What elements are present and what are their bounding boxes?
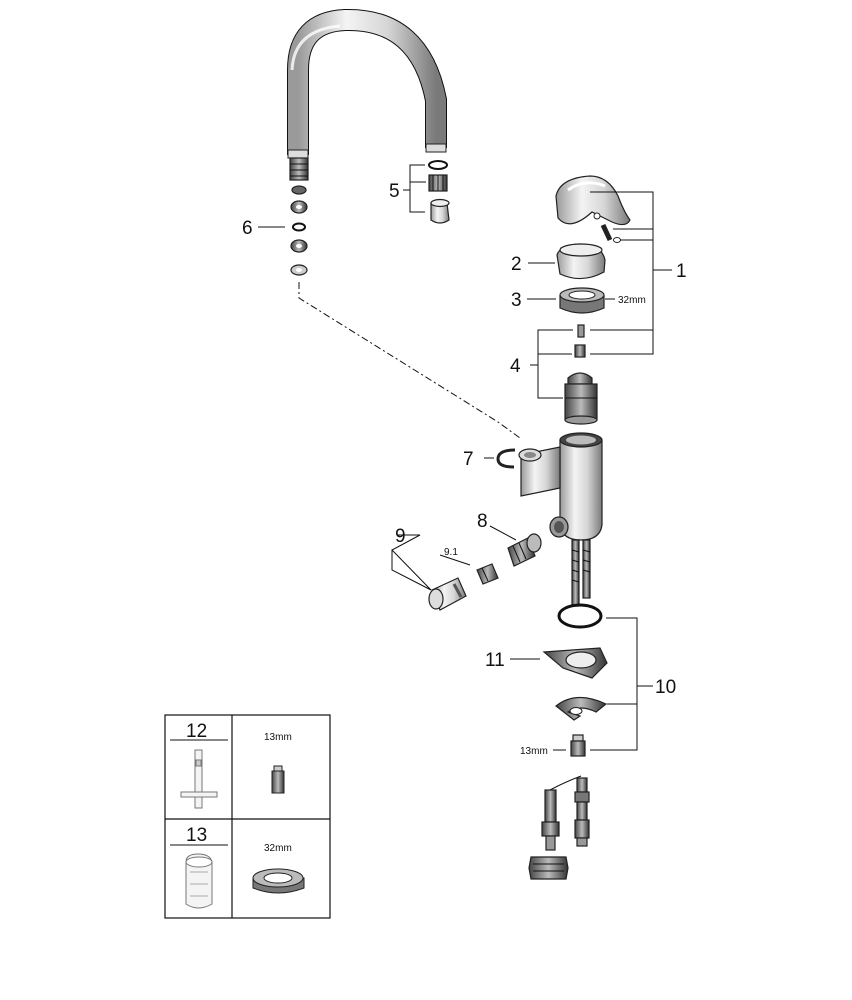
tap-body	[518, 432, 603, 607]
part-6-spout-connector-set	[289, 157, 309, 276]
part-5-aerator	[428, 160, 450, 224]
callout-4: 4	[510, 356, 521, 377]
part-10-o-ring	[557, 603, 603, 629]
callout-1: 1	[676, 261, 687, 282]
tool-13-size-label: 32mm	[264, 843, 292, 854]
part-11-gasket-plate	[542, 647, 608, 679]
callout-7: 7	[463, 449, 474, 470]
part-9-1-spindle	[476, 563, 499, 585]
part-4-cartridge	[564, 324, 598, 425]
part-10-horseshoe-washer	[555, 696, 608, 721]
callout-9: 9	[395, 526, 406, 547]
bracket-1	[590, 191, 672, 355]
supply-hoses-and-fittings	[528, 775, 590, 880]
nut-size-label: 32mm	[618, 295, 646, 306]
tool-13-socket	[185, 853, 213, 909]
callout-11: 11	[485, 650, 505, 671]
leader-8	[489, 525, 517, 541]
bracket-5	[403, 164, 426, 213]
part-1-lever-handle	[555, 175, 631, 243]
part-10-threaded-nipple	[570, 734, 586, 757]
part-3-cartridge-nut	[559, 287, 605, 314]
part-7-clip	[496, 448, 516, 469]
callout-9-1: 9.1	[444, 547, 458, 558]
callout-10: 10	[655, 677, 676, 698]
nipple-size-label: 13mm	[520, 746, 548, 757]
bracket-9	[391, 534, 471, 591]
tool-12-key	[180, 749, 218, 809]
bracket-4	[530, 329, 573, 399]
spout	[287, 8, 447, 159]
connection-dashed-line	[298, 282, 521, 439]
callout-5: 5	[389, 181, 400, 202]
part-8-valve-insert	[507, 533, 542, 567]
tool-13-nut	[252, 868, 305, 894]
callout-13: 13	[186, 825, 207, 846]
tool-12-size-label: 13mm	[264, 732, 292, 743]
callout-6: 6	[242, 218, 253, 239]
bracket-10	[590, 617, 653, 751]
part-2-escutcheon-cap	[556, 243, 606, 280]
callout-2: 2	[511, 254, 522, 275]
callout-3: 3	[511, 290, 522, 311]
tool-12-nipple	[271, 765, 285, 794]
part-9-handle-cap	[428, 577, 467, 611]
callout-8: 8	[477, 511, 488, 532]
callout-12: 12	[186, 721, 207, 742]
